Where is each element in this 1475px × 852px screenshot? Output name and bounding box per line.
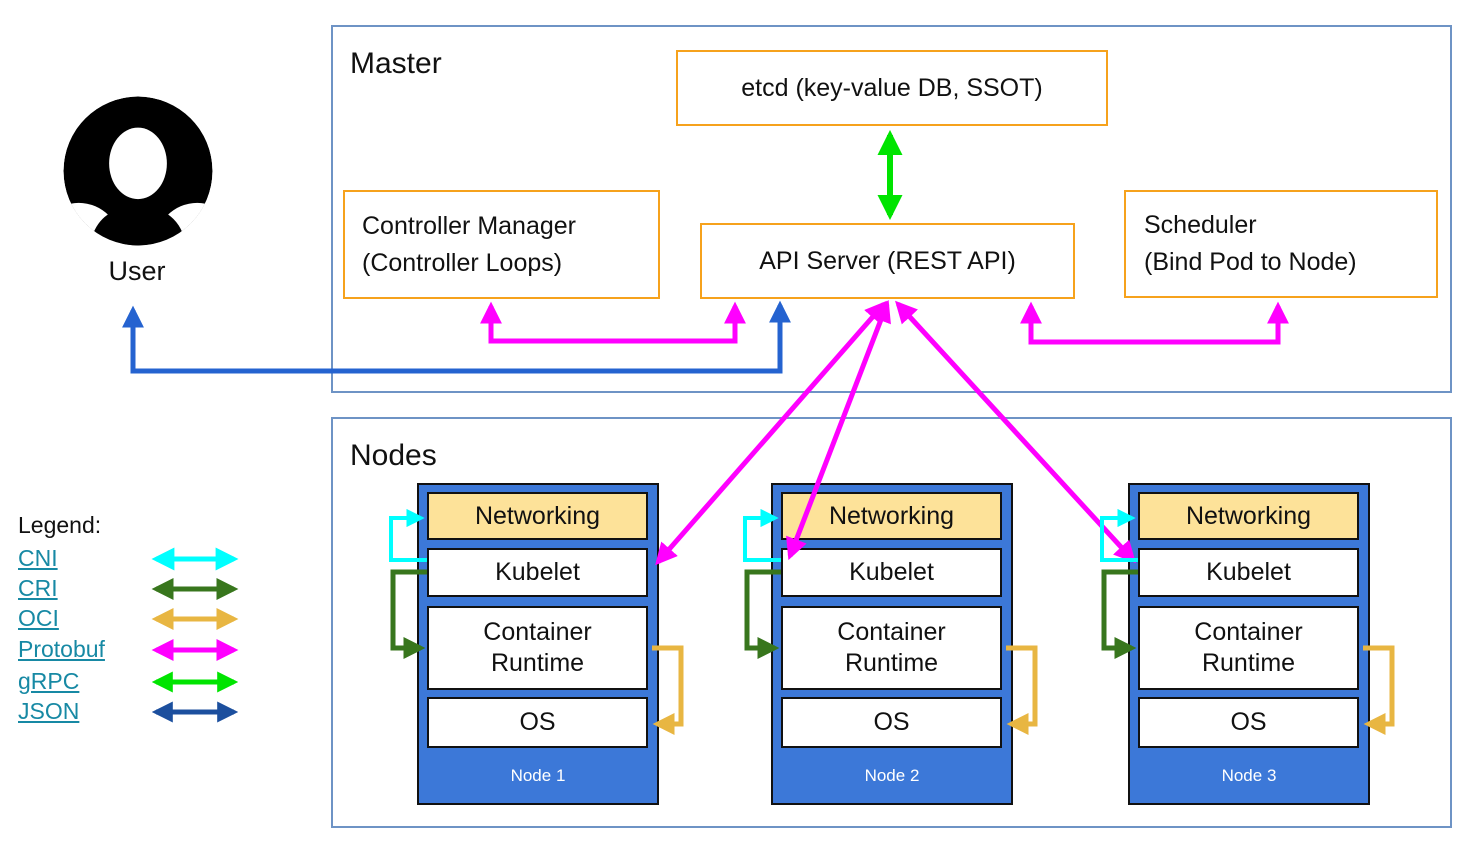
user-label: User — [108, 256, 166, 286]
kubelet-label: Kubelet — [849, 558, 934, 586]
scheduler-sublabel: (Bind Pod to Node) — [1144, 248, 1357, 276]
oci-arrow-sample-icon — [151, 607, 239, 631]
node-3-networking-box: Networking — [1138, 492, 1359, 540]
controller-manager-sublabel: (Controller Loops) — [362, 248, 563, 277]
kubelet-label: Kubelet — [1206, 558, 1291, 586]
controller-manager-label: Controller Manager — [362, 211, 576, 240]
node-3: Networking Kubelet Container Runtime OS … — [1128, 483, 1370, 805]
legend-row-oci: OCI — [18, 605, 278, 635]
node-1-networking-box: Networking — [427, 492, 648, 540]
container-runtime-label: Container Runtime — [837, 617, 946, 677]
networking-label: Networking — [828, 501, 955, 530]
protobuf-link[interactable]: Protobuf — [18, 636, 105, 662]
grpc-arrow-sample-icon — [151, 671, 239, 693]
api-server-label: API Server (REST API) — [759, 246, 1016, 275]
scheduler-label: Scheduler — [1144, 211, 1257, 239]
cni-arrow-sample-icon — [151, 547, 239, 571]
networking-label: Networking — [1185, 501, 1312, 530]
etcd-box: etcd (key-value DB, SSOT) — [676, 50, 1108, 126]
node-3-name: Node 3 — [1221, 766, 1277, 785]
node-1: Networking Kubelet Container Runtime OS … — [417, 483, 659, 805]
json-arrow-sample-icon — [151, 701, 239, 723]
node-3-container-runtime-box: Container Runtime — [1138, 606, 1359, 690]
legend-row-cni: CNI — [18, 545, 278, 575]
os-label: OS — [519, 708, 556, 736]
api-server-box: API Server (REST API) — [700, 223, 1075, 299]
node-2-container-runtime-box: Container Runtime — [781, 606, 1002, 690]
container-runtime-label: Container Runtime — [1194, 617, 1303, 677]
node-3-kubelet-box: Kubelet — [1138, 548, 1359, 597]
nodes-title: Nodes — [350, 439, 437, 472]
node-2-kubelet-box: Kubelet — [781, 548, 1002, 597]
protobuf-arrow-sample-icon — [151, 638, 239, 662]
oci-link[interactable]: OCI — [18, 605, 59, 631]
networking-label: Networking — [474, 501, 601, 530]
node-1-kubelet-box: Kubelet — [427, 548, 648, 597]
controller-manager-box: Controller Manager (Controller Loops) — [343, 190, 660, 299]
grpc-link[interactable]: gRPC — [18, 668, 80, 694]
legend-title: Legend: — [18, 512, 102, 538]
cni-link[interactable]: CNI — [18, 545, 58, 571]
nodes-container: Nodes — [331, 417, 1452, 828]
node-1-name: Node 1 — [510, 766, 566, 785]
etcd-label: etcd (key-value DB, SSOT) — [741, 73, 1043, 102]
legend-row-json: JSON — [18, 698, 278, 728]
node-1-os-box: OS — [427, 697, 648, 748]
node-2-name: Node 2 — [864, 766, 920, 785]
master-title: Master — [350, 47, 442, 80]
os-label: OS — [1230, 708, 1267, 736]
legend-row-protobuf: Protobuf — [18, 636, 278, 666]
user-icon — [63, 96, 213, 246]
container-runtime-label: Container Runtime — [483, 617, 592, 677]
kubelet-label: Kubelet — [495, 558, 580, 586]
legend-row-cri: CRI — [18, 575, 278, 605]
scheduler-box: Scheduler (Bind Pod to Node) — [1124, 190, 1438, 298]
node-2-networking-box: Networking — [781, 492, 1002, 540]
cri-link[interactable]: CRI — [18, 575, 58, 601]
legend-row-grpc: gRPC — [18, 668, 278, 698]
cri-arrow-sample-icon — [151, 577, 239, 601]
node-2-os-box: OS — [781, 697, 1002, 748]
node-3-os-box: OS — [1138, 697, 1359, 748]
os-label: OS — [873, 708, 910, 736]
master-container: Master — [331, 25, 1452, 393]
node-2: Networking Kubelet Container Runtime OS … — [771, 483, 1013, 805]
json-link[interactable]: JSON — [18, 698, 80, 724]
node-1-container-runtime-box: Container Runtime — [427, 606, 648, 690]
